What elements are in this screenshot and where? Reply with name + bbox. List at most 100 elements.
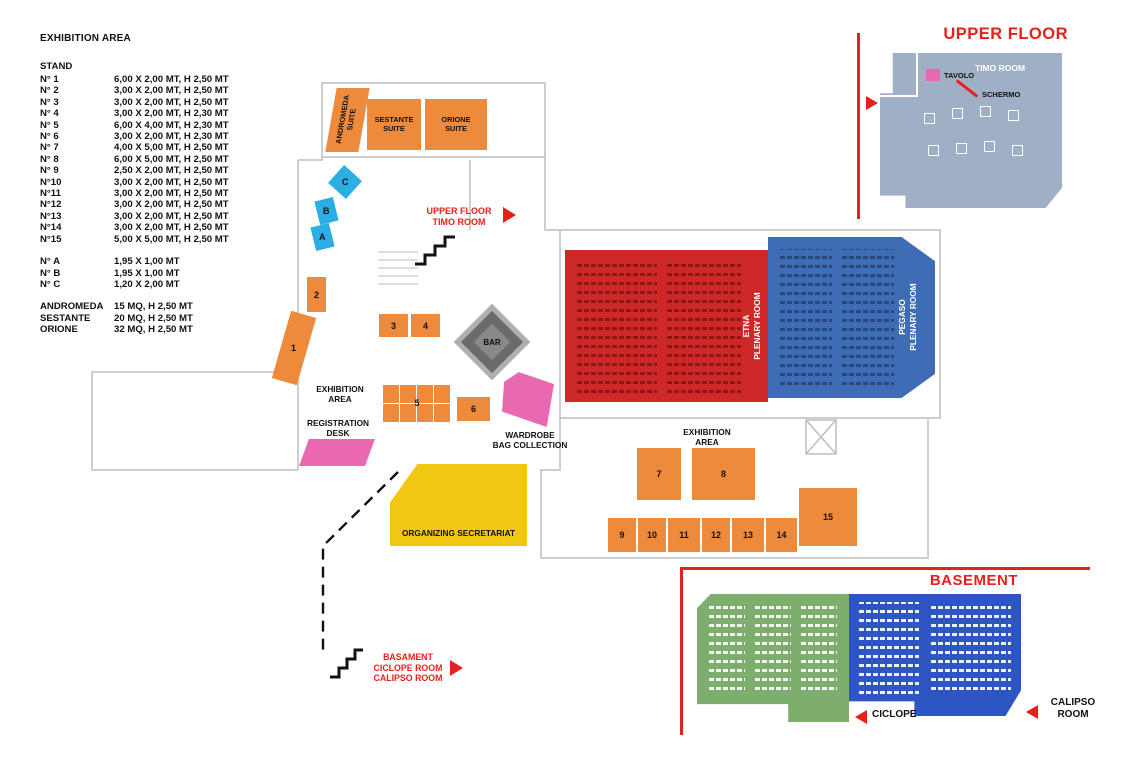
seat-rows <box>799 604 837 690</box>
stand-number: 10 <box>646 530 657 540</box>
stand-dims: 3,00 X 2,00 MT, H 2,50 MT <box>114 85 229 97</box>
suite-dims: 15 MQ, H 2,50 MT <box>114 301 193 313</box>
stand-4: 4 <box>411 314 440 337</box>
tavolo-label: TAVOLO <box>944 71 975 80</box>
stairs-icon-basement <box>330 648 363 679</box>
suite-dims: 20 MQ, H 2,50 MT <box>114 312 193 324</box>
stand-dims: 4,00 X 5,00 MT, H 2,50 MT <box>114 142 229 154</box>
stand-dims: 6,00 X 4,00 MT, H 2,30 MT <box>114 119 229 131</box>
arrow-left-icon <box>855 710 867 724</box>
etna-line: ETNA <box>741 314 752 338</box>
legend-title: EXHIBITION AREA <box>40 33 131 44</box>
ciclope-label: CICLOPE <box>872 709 917 720</box>
stand-letter: C <box>341 177 349 187</box>
basement-ciclope-room <box>697 594 849 722</box>
table-icon <box>1008 110 1019 121</box>
seat-rows <box>778 249 832 385</box>
stand-5: 5 <box>383 384 451 422</box>
stand-number: 7 <box>656 469 662 479</box>
stand-number: 5 <box>414 398 420 408</box>
room-label: ETNA PLENARY ROOM <box>741 251 763 401</box>
stand-dims: 3,00 X 2,00 MT, H 2,50 MT <box>114 176 229 188</box>
stand-15: 15 <box>799 488 857 546</box>
stand-label: N°15 <box>40 233 62 245</box>
stand-dims: 3,00 X 2,00 MT, H 2,50 MT <box>114 188 229 200</box>
stand-dims: 3,00 X 2,00 MT, H 2,50 MT <box>114 199 229 211</box>
room-orione-suite: ORIONE SUITE <box>425 99 487 150</box>
stand-dims: 3,00 X 2,00 MT, H 2,30 MT <box>114 108 229 120</box>
stand-13: 13 <box>732 518 764 552</box>
seat-rows <box>707 604 745 690</box>
area-line: AREA <box>328 394 352 405</box>
stand-dims: 3,00 X 2,00 MT, H 2,50 MT <box>114 210 229 222</box>
timo-room-line: TIMO ROOM <box>432 216 486 227</box>
arrow-left-icon <box>1026 705 1038 719</box>
calipso-room-line: CALIPSO ROOM <box>373 673 443 684</box>
stand-label: N°14 <box>40 222 62 234</box>
stand-letter: A <box>319 232 326 242</box>
stand-number: 6 <box>470 404 476 414</box>
tavolo-marker <box>926 69 940 81</box>
upper-inset-title: UPPER FLOOR <box>943 25 1068 43</box>
seat-rows <box>575 259 657 393</box>
exhibition-area-label: EXHIBITION AREA <box>670 427 744 447</box>
seat-rows <box>753 604 791 690</box>
room-pegaso-plenary: PEGASO PLENARY ROOM <box>768 237 935 398</box>
stand-number: 8 <box>720 469 726 479</box>
upper-inset-plan: TIMO ROOM TAVOLO SCHERMO <box>880 53 1062 208</box>
stand-10: 10 <box>638 518 666 552</box>
stand-number: 3 <box>390 320 396 331</box>
dashed-route-line <box>321 471 399 650</box>
stand-number: 9 <box>619 530 625 540</box>
legend-suite-row: SESTANTE 20 MQ, H 2,50 MT <box>40 313 229 324</box>
desk-line: DESK <box>326 428 350 439</box>
stand-label: N° 1 <box>40 74 59 85</box>
room-label: SESTANTE SUITE <box>374 114 414 133</box>
stand-label: N° 8 <box>40 153 59 165</box>
legend-stand-row: N°13 3,00 X 2,00 MT, H 2,50 MT <box>40 211 229 222</box>
room-organizing-secretariat: ORGANIZING SECRETARIAT <box>390 464 527 546</box>
stand-8: 8 <box>692 448 755 500</box>
stand-label: N°13 <box>40 210 62 222</box>
stand-2: 2 <box>307 277 326 312</box>
suite-label: SESTANTE <box>40 312 91 324</box>
seat-rows <box>665 259 741 393</box>
arrow-right-icon <box>866 96 878 110</box>
table-icon <box>928 145 939 156</box>
stand-7: 7 <box>637 448 681 500</box>
exhibition-area-label: EXHIBITION AREA <box>308 384 372 404</box>
stand-11: 11 <box>668 518 700 552</box>
basement-inset-border-line <box>680 567 1090 570</box>
seat-rows <box>929 602 1011 690</box>
stand-label: N° C <box>40 278 61 290</box>
stand-dims: 1,20 X 2,00 MT <box>114 278 180 290</box>
schermo-label: SCHERMO <box>982 90 1021 99</box>
stand-3: 3 <box>379 314 408 337</box>
seat-rows <box>840 249 894 385</box>
legend-stand-row: N° 8 6,00 X 5,00 MT, H 2,50 MT <box>40 154 229 165</box>
stand-label: N° 2 <box>40 85 59 97</box>
stand-dims: 6,00 X 5,00 MT, H 2,50 MT <box>114 153 229 165</box>
stand-12: 12 <box>702 518 730 552</box>
stand-number: 13 <box>742 530 753 540</box>
schermo-line-icon <box>955 79 979 98</box>
stand-number: 1 <box>291 342 297 353</box>
basament-line: BASAMENT <box>383 652 433 662</box>
wardrobe-label: WARDROBE BAG COLLECTION <box>484 430 576 450</box>
room-label: ORIONE SUITE <box>441 114 471 133</box>
stand-label: N° 4 <box>40 108 59 120</box>
legend-stand-header: STAND <box>40 61 73 72</box>
inner-wall <box>916 53 918 95</box>
stand-dims: 3,00 X 2,00 MT, H 2,50 MT <box>114 222 229 234</box>
